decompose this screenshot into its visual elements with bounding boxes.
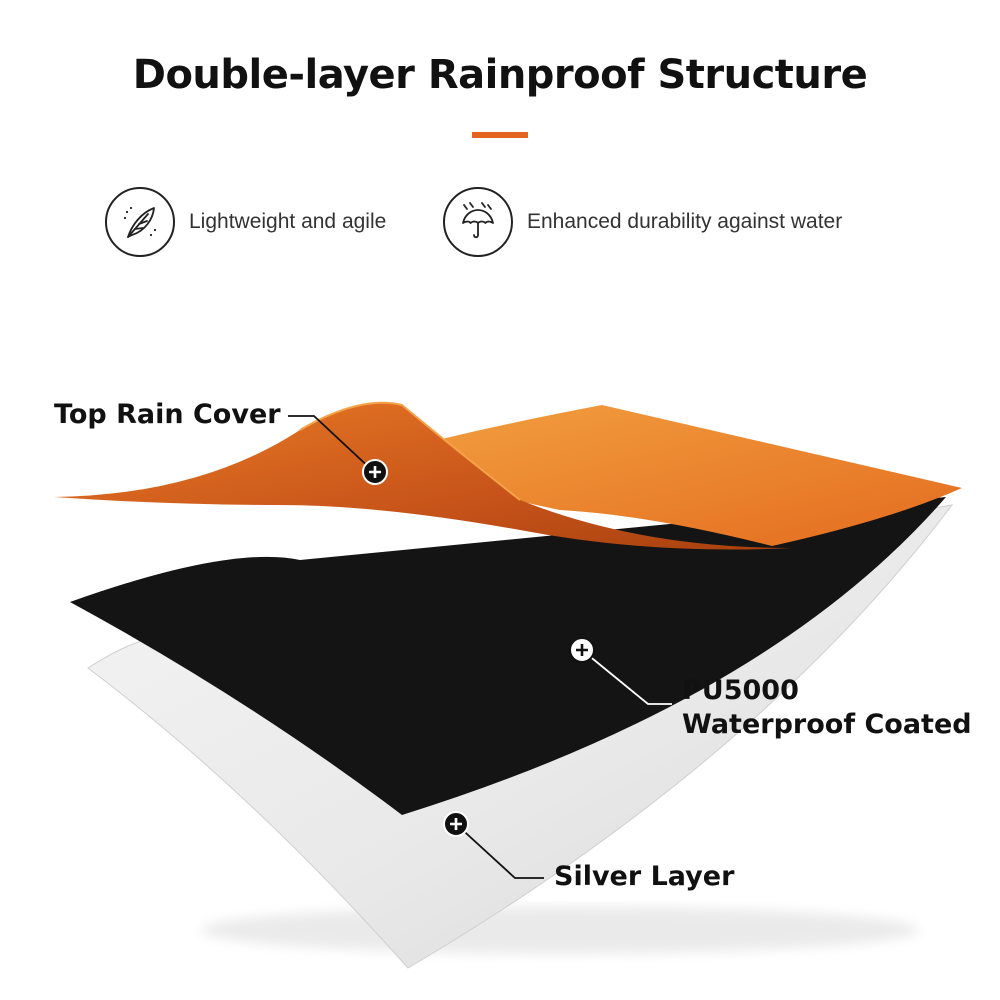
title-accent-bar [472,132,528,138]
feather-icon [105,187,175,257]
callout-line-top [288,415,375,473]
feature-label: Enhanced durability against water [527,210,843,233]
callout-pu-line1: PU5000 [682,675,799,706]
callout-pu-line2: Waterproof Coated [682,709,972,740]
marker-top-rain-cover [362,459,388,485]
callout-silver-layer: Silver Layer [554,861,735,892]
marker-pu-coating [569,637,595,663]
callout-line-silver [455,823,544,879]
orange-layer-underside [54,402,792,550]
black-layer [70,497,946,815]
feature-durability: Enhanced durability against water [443,186,842,258]
orange-layer-edge [299,401,521,501]
page-title: Double-layer Rainproof Structure [132,52,868,98]
marker-silver-layer [443,811,469,837]
floor-shadow [200,906,920,954]
callout-top-rain-cover: Top Rain Cover [54,399,281,430]
feature-label: Lightweight and agile [189,210,387,233]
umbrella-rain-icon [443,187,513,257]
callout-line-pu [581,649,672,705]
callout-pu-coating: PU5000 Waterproof Coated [682,674,972,742]
feature-lightweight: Lightweight and agile [105,186,386,258]
orange-layer [380,405,962,546]
